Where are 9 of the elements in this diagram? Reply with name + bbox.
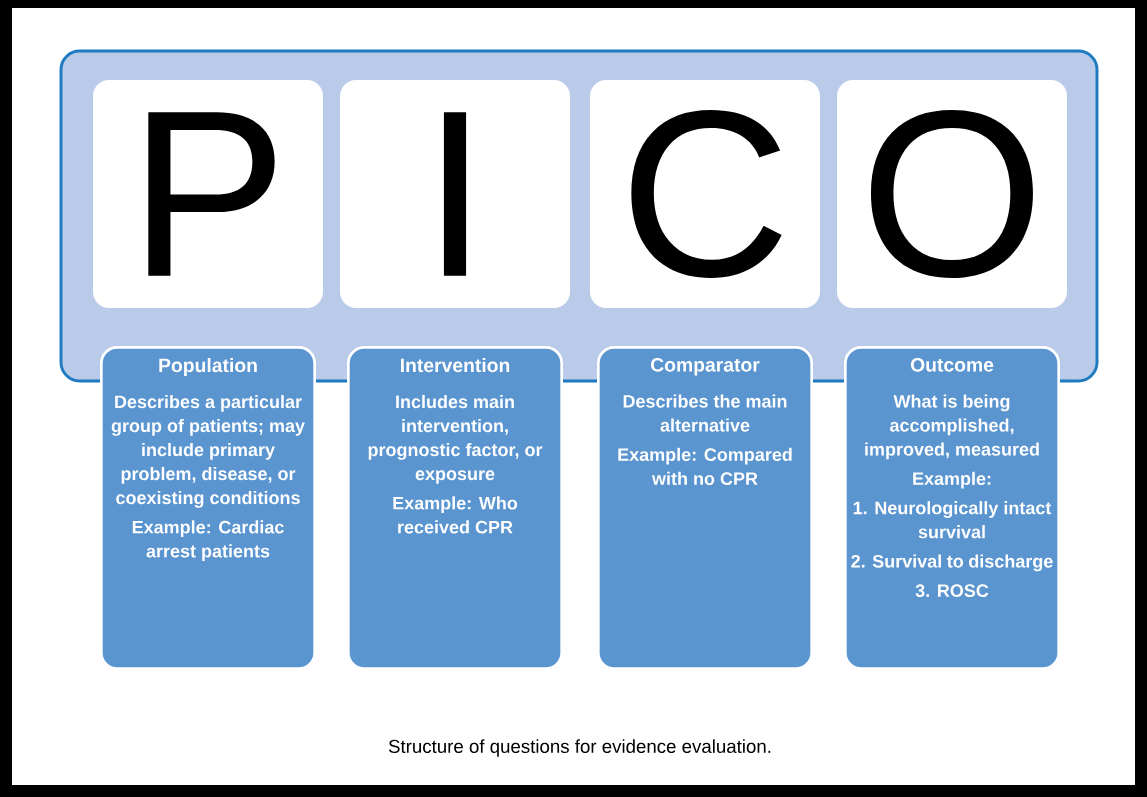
letter-box: P (93, 80, 323, 308)
letter-box: C (590, 80, 820, 308)
category-card: Population Describes a particular group of patients; may include primary problem, disease, or coexisting conditions Example: Cardiac arrest patients (100, 346, 316, 670)
category-card: Outcome What is being accomplished, improved, measured Example: 1. Neurologically intact survival 2. Survival to discharge 3. ROSC (844, 346, 1060, 670)
category-card: Intervention Includes main intervention, prognostic factor, or exposure Example: Who received CPR (347, 346, 563, 670)
letter-box: O (837, 80, 1067, 308)
letter-box: I (340, 80, 570, 308)
caption: Structure of questions for evidence evaluation. (388, 739, 771, 757)
category-card: Comparator Describes the main alternative Example: Compared with no CPR (597, 346, 813, 670)
